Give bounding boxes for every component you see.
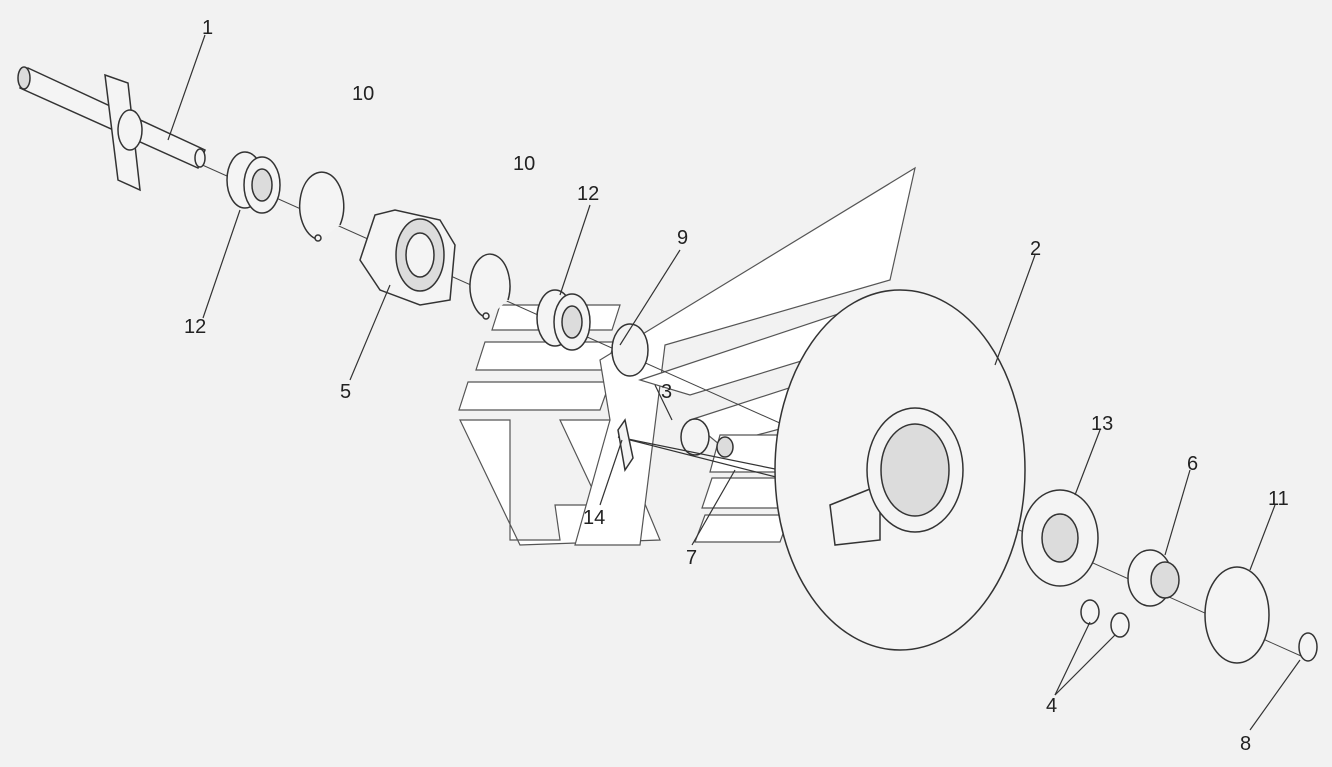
callout-2: 2 <box>1030 238 1041 260</box>
bearing-left <box>226 151 281 214</box>
leader-lines <box>167 34 1301 731</box>
retaining-ring-9 <box>611 323 649 377</box>
callout-14: 14 <box>583 507 605 529</box>
small-sprocket <box>359 209 456 306</box>
snap-ring-left <box>299 171 345 242</box>
callout-11: 11 <box>1268 488 1289 510</box>
callout-13: 13 <box>1091 413 1113 435</box>
callout-12-middle: 12 <box>577 183 599 205</box>
watermark-logo <box>458 166 916 546</box>
seal-13 <box>1021 489 1099 587</box>
ring-11 <box>1204 566 1270 664</box>
pin-3 <box>680 418 734 458</box>
washers-4 <box>1080 599 1130 638</box>
callout-3: 3 <box>661 381 672 403</box>
clip-8 <box>1298 632 1318 662</box>
callout-5: 5 <box>340 381 351 403</box>
callout-9: 9 <box>677 227 688 249</box>
callout-4: 4 <box>1046 695 1057 717</box>
callout-7: 7 <box>686 547 697 569</box>
bushing-6 <box>1127 549 1180 607</box>
bearing-housing <box>829 407 964 546</box>
callout-1: 1 <box>202 17 213 39</box>
callout-10-top: 10 <box>352 83 374 105</box>
snap-ring-middle <box>469 253 511 320</box>
callout-12-left: 12 <box>184 316 206 338</box>
callout-10-middle: 10 <box>513 153 535 175</box>
callouts: 1 10 10 12 12 9 2 5 3 14 7 13 6 11 4 8 <box>184 17 1289 755</box>
lever-14 <box>617 418 781 479</box>
callout-6: 6 <box>1187 453 1198 475</box>
bearing-middle <box>536 289 591 351</box>
callout-8: 8 <box>1240 733 1251 755</box>
shaft-part <box>17 66 206 192</box>
